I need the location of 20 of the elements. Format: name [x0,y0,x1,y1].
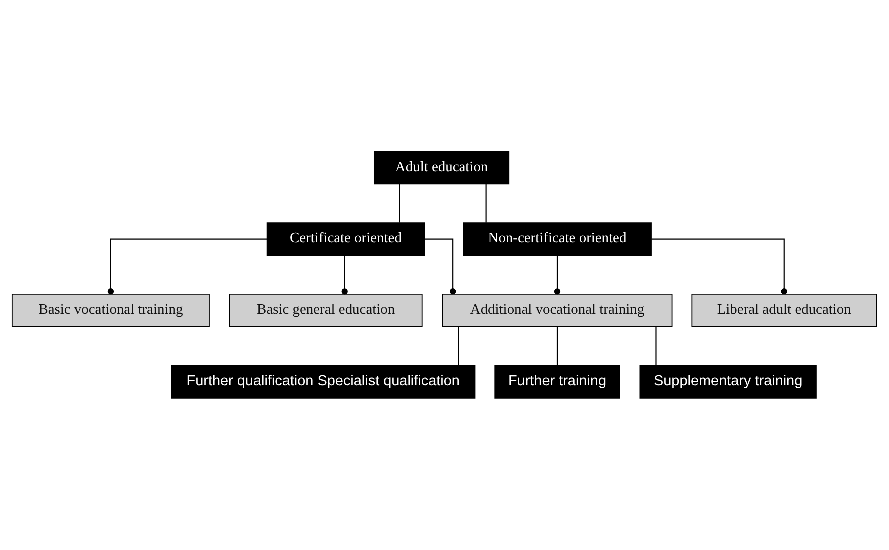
connector [486,184,487,223]
node-box: Further training [494,365,620,399]
connector [424,238,456,295]
node-box: Adult education [374,151,510,185]
connector [342,256,348,295]
connector [108,238,268,295]
connector [458,327,460,366]
node-box: Supplementary training [640,365,817,399]
node-box: Further qualification Specialist qualification [171,365,476,399]
node-box: Certificate oriented [266,222,426,256]
node-box: Liberal adult education [692,294,878,328]
node-box: Basic vocational training [12,294,210,328]
connector [656,327,657,366]
connector [554,256,561,295]
connector [556,327,558,366]
node-box: Additional vocational training [442,294,673,328]
connector [398,184,400,223]
connector [652,238,788,295]
node-box: Basic general education [229,294,423,328]
node-box: Non-certificate oriented [463,222,652,256]
